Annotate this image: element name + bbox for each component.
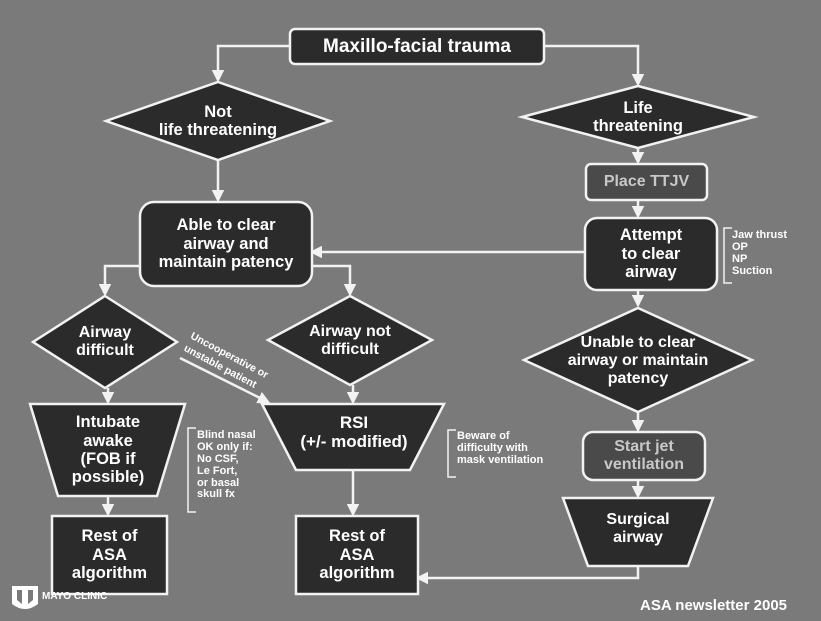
edge-title-to-life [544, 44, 645, 87]
note-brackets [187, 227, 732, 513]
edge-surgical-to-rest-middle [415, 566, 640, 585]
able-to-clear-label: Able to clear airway and maintain patenc… [158, 216, 294, 272]
airway-difficult-label: Airway difficult [76, 324, 134, 359]
nodes [28, 27, 759, 596]
intubate-trapezoid [28, 402, 187, 498]
edge-able-to-difficult [98, 264, 140, 297]
rest-left-box [50, 514, 169, 596]
rsi-trapezoid [259, 402, 447, 472]
source-citation: ASA newsletter 2005 [640, 597, 788, 614]
rest-middle-box [294, 514, 420, 596]
title-box [288, 27, 546, 66]
able-to-clear-box [138, 200, 314, 288]
not-life-diamond [102, 80, 334, 162]
blind-nasal-bracket [187, 427, 196, 513]
shield-icon [12, 586, 38, 609]
start-jet-ventilation-label: Start jet ventilation [603, 438, 684, 473]
unable-to-clear-label: Unable to clear airway or maintain paten… [567, 334, 709, 387]
life-diamond [517, 84, 759, 150]
airway-not-difficult-diamond [265, 294, 435, 387]
attempt-methods-bracket [723, 227, 732, 284]
rest-of-asa-middle-label: Rest of ASA algorithm [319, 527, 395, 583]
place-ttjv-label: Place TTJV [603, 173, 690, 191]
intubate-awake-label: Intubate awake (FOB if possible) [71, 413, 145, 487]
jet-box [581, 430, 707, 482]
connectors [98, 44, 645, 585]
beware-note: Beware of difficulty with mask ventilati… [457, 430, 544, 466]
life-threatening-label: Life threatening [593, 98, 683, 135]
edge-difficult-to-rsi [179, 356, 271, 404]
title-label: Maxillo-facial trauma [323, 35, 511, 57]
attempt-box [583, 216, 719, 292]
attempt-to-clear-label: Attempt to clear airway [619, 226, 683, 282]
mayo-clinic-logo [12, 586, 38, 609]
attempt-methods-note: Jaw thrust OP NP Suction [732, 229, 788, 277]
blind-nasal-note: Blind nasal OK only if: No CSF, Le Fort,… [197, 429, 256, 501]
beware-bracket [447, 429, 456, 478]
airway-not-difficult-label: Airway not difficult [309, 323, 391, 358]
surgical-trapezoid [561, 496, 715, 568]
airway-difficult-diamond [30, 294, 180, 390]
edge-title-to-not-life [211, 44, 290, 83]
place-ttjv-box [584, 162, 709, 202]
edge-able-to-not-difficult [300, 264, 357, 297]
unable-diamond [520, 306, 756, 414]
surgical-airway-label: Surgical airway [606, 511, 670, 546]
not-life-threatening-label: Not life threatening [158, 102, 278, 139]
mayo-clinic-logo-text: MAYO CLINIC [42, 591, 108, 602]
rest-of-asa-left-label: Rest of ASA algorithm [71, 527, 148, 583]
rsi-label: RSI (+/- modified) [300, 412, 408, 451]
